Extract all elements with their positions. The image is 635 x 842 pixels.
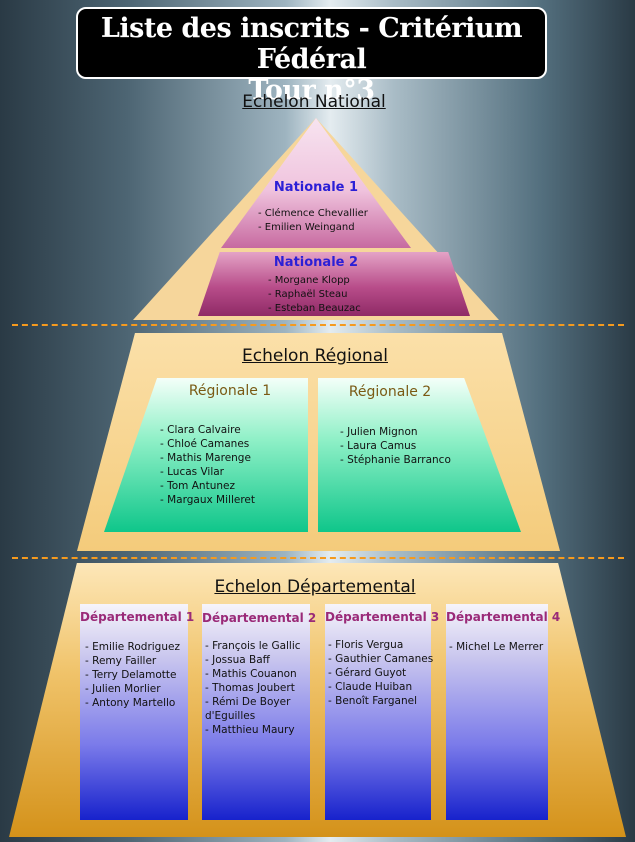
departemental-1-title: Départemental 1 — [80, 610, 195, 624]
separator-line — [12, 557, 624, 559]
list-item: - Emilien Weingand — [258, 222, 355, 233]
list-item: - Jossua Baff — [205, 654, 270, 666]
list-item: - Stéphanie Barranco — [340, 454, 451, 466]
list-item: - Benoît Farganel — [328, 695, 418, 707]
list-item: - Raphaël Steau — [268, 289, 348, 300]
list-item: - Gauthier Camanes — [328, 653, 434, 665]
departemental-2-list: - François le Gallic - Jossua Baff - Mat… — [205, 639, 310, 737]
title-line-2: Tour n°3 — [248, 75, 375, 106]
departemental-4-column: Départemental 4 - Michel Le Merrer — [446, 604, 561, 820]
departemental-3-title: Départemental 3 — [325, 610, 440, 624]
list-item: d'Eguilles — [205, 710, 256, 722]
list-item: - Antony Martello — [85, 697, 176, 709]
echelon-national-heading: Echelon National — [242, 92, 386, 112]
list-item: - Chloé Camanes — [160, 438, 250, 450]
list-item: - Gérard Guyot — [328, 667, 407, 679]
departemental-2-column: Départemental 2 - François le Gallic - J… — [202, 604, 317, 820]
list-item: - Floris Vergua — [328, 639, 404, 651]
separator-line — [12, 324, 624, 326]
regionale-2-list: - Julien Mignon - Laura Camus - Stéphani… — [340, 425, 451, 467]
list-item: - Terry Delamotte — [85, 669, 177, 681]
departemental-3-column: Départemental 3 - Floris Vergua - Gauthi… — [325, 604, 440, 820]
list-item: - Tom Antunez — [160, 480, 235, 492]
departemental-2-title: Départemental 2 — [202, 611, 317, 625]
departemental-1-column: Départemental 1 - Emilie Rodriguez - Rem… — [80, 604, 195, 820]
list-item: - Morgane Klopp — [268, 275, 350, 286]
departemental-4-title: Départemental 4 — [446, 610, 561, 624]
list-item: - François le Gallic — [205, 640, 301, 652]
nationale-2-list: - Morgane Klopp - Raphaël Steau - Esteba… — [268, 274, 361, 316]
list-item: - Emilie Rodriguez — [85, 641, 180, 653]
nationale-2-title: Nationale 2 — [273, 255, 359, 270]
departemental-3-list: - Floris Vergua - Gauthier Camanes - Gér… — [328, 638, 434, 708]
list-item: - Rémi De Boyer — [205, 696, 291, 708]
regionale-1-title: Régionale 1 — [188, 383, 272, 399]
nationale-1-list: - Clémence Chevallier - Emilien Weingand — [258, 207, 368, 235]
list-item: - Clémence Chevallier — [258, 208, 368, 219]
list-item: - Mathis Marenge — [160, 452, 251, 464]
list-item: - Julien Morlier — [85, 683, 161, 695]
list-item: - Esteban Beauzac — [268, 303, 361, 314]
title-line-1: Liste des inscrits - Critérium Fédéral — [100, 13, 523, 75]
list-item: - Claude Huiban — [328, 681, 413, 693]
departemental-4-list: - Michel Le Merrer — [449, 640, 548, 654]
echelon-departemental-heading: Echelon Départemental — [214, 577, 416, 597]
nationale-1-title: Nationale 1 — [273, 180, 359, 195]
regionale-1-list: - Clara Calvaire - Chloé Camanes - Mathi… — [160, 423, 255, 507]
list-item: - Matthieu Maury — [205, 724, 295, 736]
page-title: Liste des inscrits - Critérium Fédéral T… — [76, 7, 547, 106]
list-item: - Thomas Joubert — [205, 682, 295, 694]
list-item: - Mathis Couanon — [205, 668, 297, 680]
list-item: - Remy Failler — [85, 655, 157, 667]
echelon-regional-heading: Echelon Régional — [242, 346, 388, 366]
list-item: - Margaux Milleret — [160, 494, 255, 506]
departemental-1-list: - Emilie Rodriguez - Remy Failler - Terr… — [85, 640, 188, 710]
list-item: - Clara Calvaire — [160, 424, 241, 436]
list-item: - Michel Le Merrer — [449, 641, 544, 653]
nationale-2-zone — [198, 252, 470, 316]
list-item: - Julien Mignon — [340, 426, 418, 438]
list-item: - Laura Camus — [340, 440, 417, 452]
regionale-2-title: Régionale 2 — [348, 384, 432, 400]
list-item: - Lucas Vilar — [160, 466, 224, 478]
